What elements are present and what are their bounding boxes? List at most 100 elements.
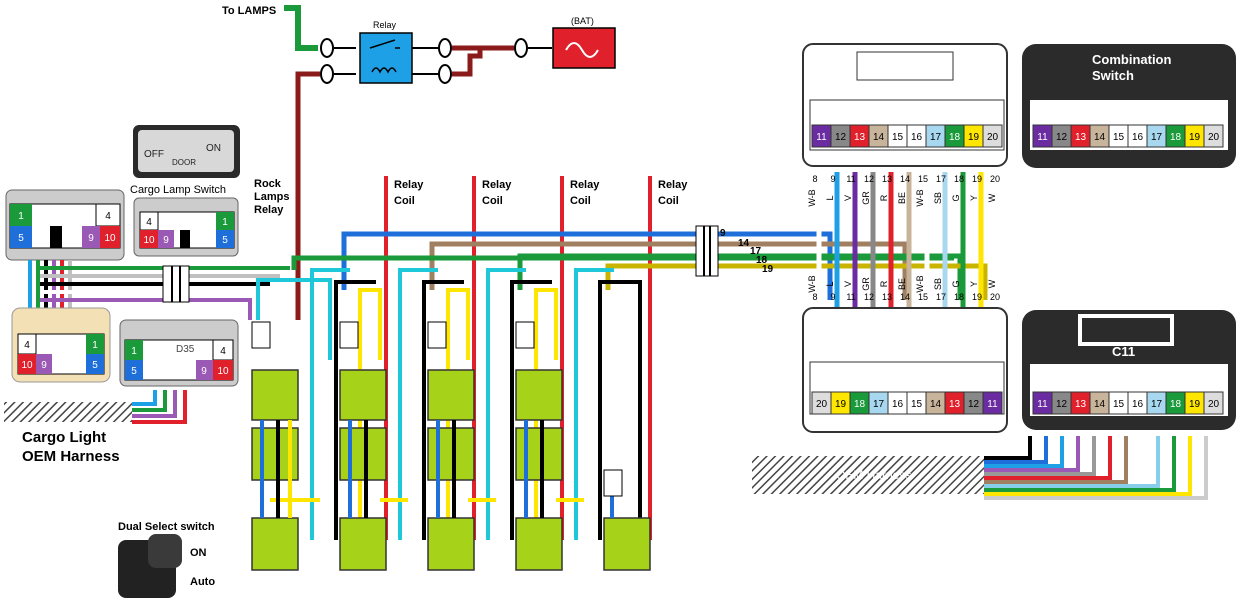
bus-splice [695, 225, 719, 277]
wire-code: R [879, 194, 889, 201]
svg-text:4: 4 [24, 340, 30, 351]
svg-text:9: 9 [720, 228, 726, 239]
wire-to-lamps [284, 5, 318, 51]
wire-code: L [825, 195, 835, 200]
pin-number: 18 [854, 399, 866, 410]
d35-label: D35 [176, 344, 195, 355]
wire-code: W [987, 193, 997, 202]
pin-number: 20 [816, 399, 828, 410]
svg-text:5: 5 [131, 366, 137, 377]
pin-number: 13 [949, 399, 961, 410]
wire-number: 13 [882, 292, 892, 302]
pin-number: 18 [949, 132, 961, 143]
svg-text:Relay: Relay [658, 179, 688, 191]
wire-number: 19 [972, 174, 982, 184]
combination-switch-connector-white [802, 43, 1008, 167]
cargo-lamp-switch-label: Cargo Lamp Switch [130, 184, 226, 196]
switch-door-label: DOOR [172, 158, 196, 167]
svg-text:9: 9 [163, 235, 169, 246]
pin-number: 11 [1037, 132, 1048, 143]
svg-text:1: 1 [18, 211, 24, 222]
wire-number: 14 [900, 174, 910, 184]
svg-text:10: 10 [143, 235, 155, 246]
wire-number: 17 [936, 174, 946, 184]
wire-number: 18 [954, 292, 964, 302]
relay-label: Relay [373, 20, 397, 30]
combination-label-1: Combination [1092, 52, 1171, 67]
oem-harness-wires [984, 436, 1208, 500]
wire-number: 14 [900, 292, 910, 302]
oem-harness-label: OEM Harness [22, 448, 120, 465]
svg-text:9: 9 [88, 233, 94, 244]
svg-text:1: 1 [92, 340, 98, 351]
svg-text:1: 1 [222, 217, 228, 228]
svg-text:4: 4 [220, 346, 226, 357]
wire-number: 17 [936, 292, 946, 302]
svg-text:10: 10 [21, 360, 33, 371]
pin-number: 19 [968, 132, 980, 143]
wire-code: W-B [807, 189, 817, 206]
wire-code: GR [861, 191, 871, 205]
cargo-light-connector: 1 4 5 9 10 [5, 189, 125, 261]
pin-number: 14 [930, 399, 942, 410]
svg-text:14: 14 [738, 238, 750, 249]
pin-cell [1203, 391, 1224, 415]
oem-harness-hatch [752, 456, 984, 494]
pin-number: 15 [1113, 399, 1125, 410]
dual-select-switch [118, 534, 182, 598]
svg-text:9: 9 [41, 360, 47, 371]
wire-code: G [951, 280, 961, 287]
pin-cell [1203, 124, 1224, 148]
cargo-light-label: Cargo Light [22, 429, 106, 446]
wire-code: Y [969, 281, 979, 287]
pin-number: 16 [911, 132, 923, 143]
pin-number: 13 [1075, 132, 1087, 143]
relay-switch-symbol [369, 39, 400, 49]
svg-text:Coil: Coil [394, 195, 415, 207]
d35-connector: D35 1 5 4 9 10 [119, 319, 239, 387]
svg-text:10: 10 [104, 233, 116, 244]
battery-box [552, 27, 616, 69]
pin-number: 12 [835, 132, 847, 143]
pin-number: 20 [1208, 399, 1220, 410]
oem-harness-right-label: OEM Harness [836, 468, 911, 482]
pin-number: 16 [1132, 399, 1144, 410]
wire-code: G [951, 194, 961, 201]
svg-text:10: 10 [217, 366, 229, 377]
relay-vertical-wires [260, 420, 614, 518]
wire-number: 15 [918, 174, 928, 184]
pin-number: 16 [1132, 132, 1144, 143]
wire-code: V [843, 281, 853, 287]
wire-code: BE [897, 192, 907, 204]
svg-text:Coil: Coil [658, 195, 679, 207]
wire-label-band: 8W-B8W-B9L9L11V11V12GR12GR13R13R14BE14BE… [807, 172, 1002, 308]
svg-text:5: 5 [222, 235, 228, 246]
left-oem-hatch [4, 402, 132, 422]
wire-number: 12 [864, 174, 874, 184]
to-lamps-label: To LAMPS [222, 5, 276, 17]
left-splice [162, 265, 190, 303]
wire-number: 19 [972, 292, 982, 302]
pin-number: 12 [1056, 132, 1068, 143]
pin-number: 15 [911, 399, 923, 410]
svg-text:17: 17 [750, 246, 762, 257]
svg-text:4: 4 [105, 211, 111, 222]
bus-wires [291, 231, 988, 300]
wire-code: R [879, 280, 889, 287]
wire-code: GR [861, 277, 871, 291]
wire-code: W-B [915, 275, 925, 292]
switch-off-label: OFF [144, 149, 164, 160]
wire-number: 13 [882, 174, 892, 184]
pin-number: 20 [987, 132, 999, 143]
svg-text:4: 4 [146, 217, 152, 228]
switch-on-label: ON [206, 143, 221, 154]
wire-number: 18 [954, 174, 964, 184]
wire-code: W-B [915, 189, 925, 206]
left-harness-wires [28, 260, 290, 320]
wire-code: SB [933, 278, 943, 290]
pin-number: 18 [1170, 132, 1182, 143]
